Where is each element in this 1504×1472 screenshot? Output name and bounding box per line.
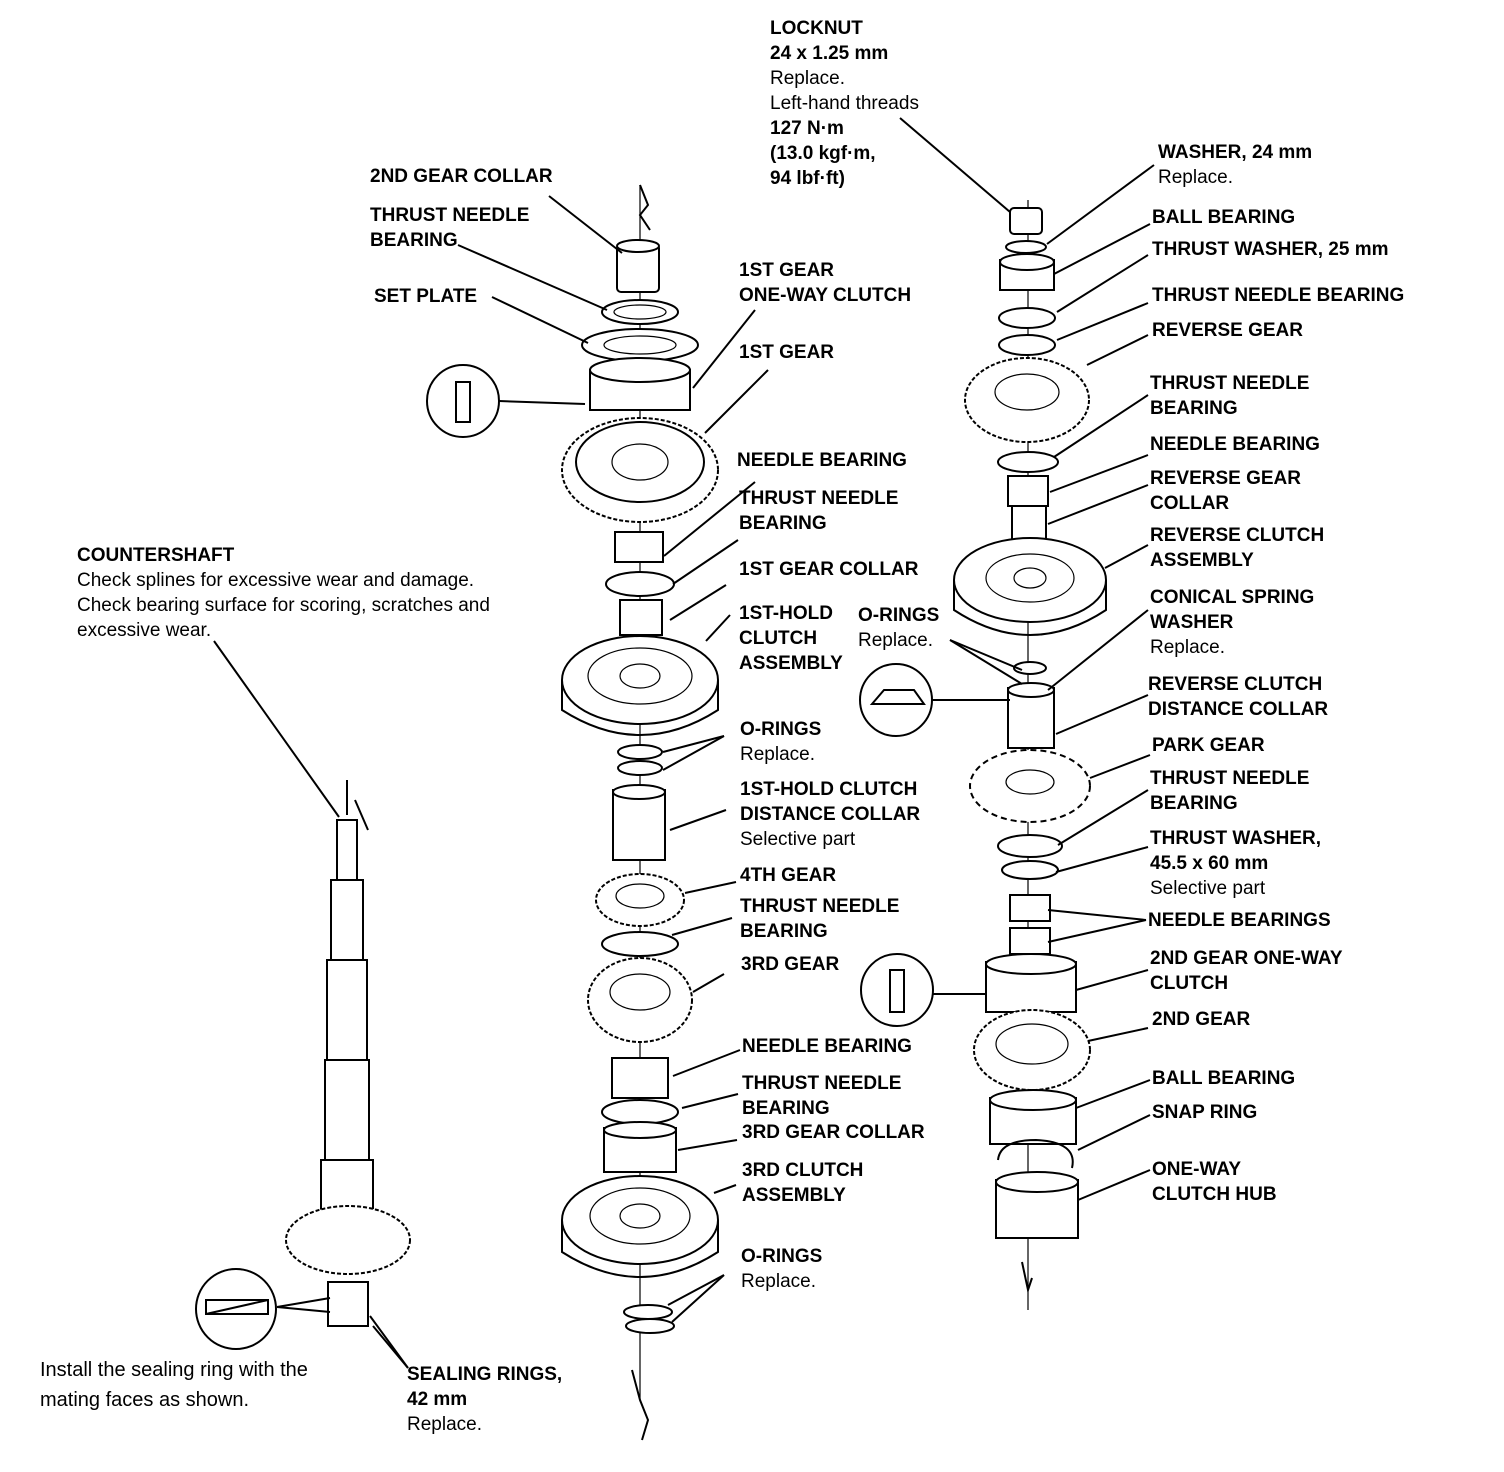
label-needle-bearing-r: NEEDLE BEARING <box>1150 434 1320 455</box>
leader-lines <box>213 117 1155 1369</box>
label-countershaft: COUNTERSHAFT Check splines for excessive… <box>77 545 490 641</box>
countershaft-part <box>195 780 411 1350</box>
label-thrust-needle-bearing-3: THRUST NEEDLE BEARING <box>742 1073 902 1119</box>
label-o-rings-mid: O-RINGS Replace. <box>858 605 940 651</box>
label-sealing-rings: SEALING RINGS, 42 mm Replace. <box>407 1364 563 1435</box>
right-stack <box>859 200 1107 1310</box>
label-1st-gear: 1ST GEAR <box>739 342 835 363</box>
label-locknut: LOCKNUT 24 x 1.25 mm Replace. Left-hand … <box>770 18 919 189</box>
label-reverse-gear-collar: REVERSE GEAR COLLAR <box>1150 468 1301 514</box>
label-1st-gear-collar: 1ST GEAR COLLAR <box>739 559 919 580</box>
label-3rd-gear-collar: 3RD GEAR COLLAR <box>742 1122 925 1143</box>
label-reverse-clutch-distance-collar: REVERSE CLUTCH DISTANCE COLLAR <box>1148 674 1329 720</box>
label-o-rings-1: O-RINGS Replace. <box>740 719 822 765</box>
label-3rd-clutch-assembly: 3RD CLUTCH ASSEMBLY <box>742 1160 864 1206</box>
label-thrust-needle-bearing-1: THRUST NEEDLE BEARING <box>739 488 899 534</box>
label-thrust-needle-bearing-2: THRUST NEEDLE BEARING <box>740 896 900 942</box>
label-thrust-needle-bearing-r3: THRUST NEEDLE BEARING <box>1150 768 1310 814</box>
label-conical-spring-washer: CONICAL SPRING WASHER Replace. <box>1150 587 1315 658</box>
label-thrust-needle-bearing-r2: THRUST NEEDLE BEARING <box>1150 373 1310 419</box>
label-install-note: Install the sealing ring with the mating… <box>40 1359 308 1411</box>
label-washer-24mm: WASHER, 24 mm Replace. <box>1158 142 1313 188</box>
center-stack <box>426 184 719 1441</box>
label-1st-hold-distance-collar: 1ST-HOLD CLUTCH DISTANCE COLLAR Selectiv… <box>740 779 921 850</box>
label-4th-gear: 4TH GEAR <box>740 865 837 886</box>
label-park-gear: PARK GEAR <box>1152 735 1265 756</box>
label-reverse-gear: REVERSE GEAR <box>1152 320 1303 341</box>
label-1st-gear-one-way-clutch: 1ST GEAR ONE-WAY CLUTCH <box>739 260 912 306</box>
label-needle-bearing-1: NEEDLE BEARING <box>737 450 907 471</box>
label-2nd-gear: 2ND GEAR <box>1152 1009 1251 1030</box>
label-2nd-gear-one-way-clutch: 2ND GEAR ONE-WAY CLUTCH <box>1150 948 1343 994</box>
label-one-way-clutch-hub: ONE-WAY CLUTCH HUB <box>1152 1159 1277 1205</box>
label-thrust-needle-bearing-r1: THRUST NEEDLE BEARING <box>1152 285 1405 306</box>
label-snap-ring: SNAP RING <box>1152 1102 1258 1123</box>
label-needle-bearings: NEEDLE BEARINGS <box>1148 910 1331 931</box>
label-thrust-needle-bearing-top: THRUST NEEDLE BEARING <box>370 205 530 251</box>
label-reverse-clutch-assembly: REVERSE CLUTCH ASSEMBLY <box>1150 525 1325 571</box>
label-2nd-gear-collar: 2ND GEAR COLLAR <box>370 166 553 187</box>
label-set-plate: SET PLATE <box>374 286 478 307</box>
label-needle-bearing-2: NEEDLE BEARING <box>742 1036 912 1057</box>
label-ball-bearing-top: BALL BEARING <box>1152 207 1296 228</box>
label-ball-bearing-bottom: BALL BEARING <box>1152 1068 1296 1089</box>
label-thrust-washer-25mm: THRUST WASHER, 25 mm <box>1152 239 1389 260</box>
label-o-rings-2: O-RINGS Replace. <box>741 1246 823 1292</box>
label-thrust-washer-45mm: THRUST WASHER, 45.5 x 60 mm Selective pa… <box>1150 828 1321 899</box>
label-1st-hold-clutch-assembly: 1ST-HOLD CLUTCH ASSEMBLY <box>739 603 843 674</box>
label-3rd-gear: 3RD GEAR <box>741 954 840 975</box>
